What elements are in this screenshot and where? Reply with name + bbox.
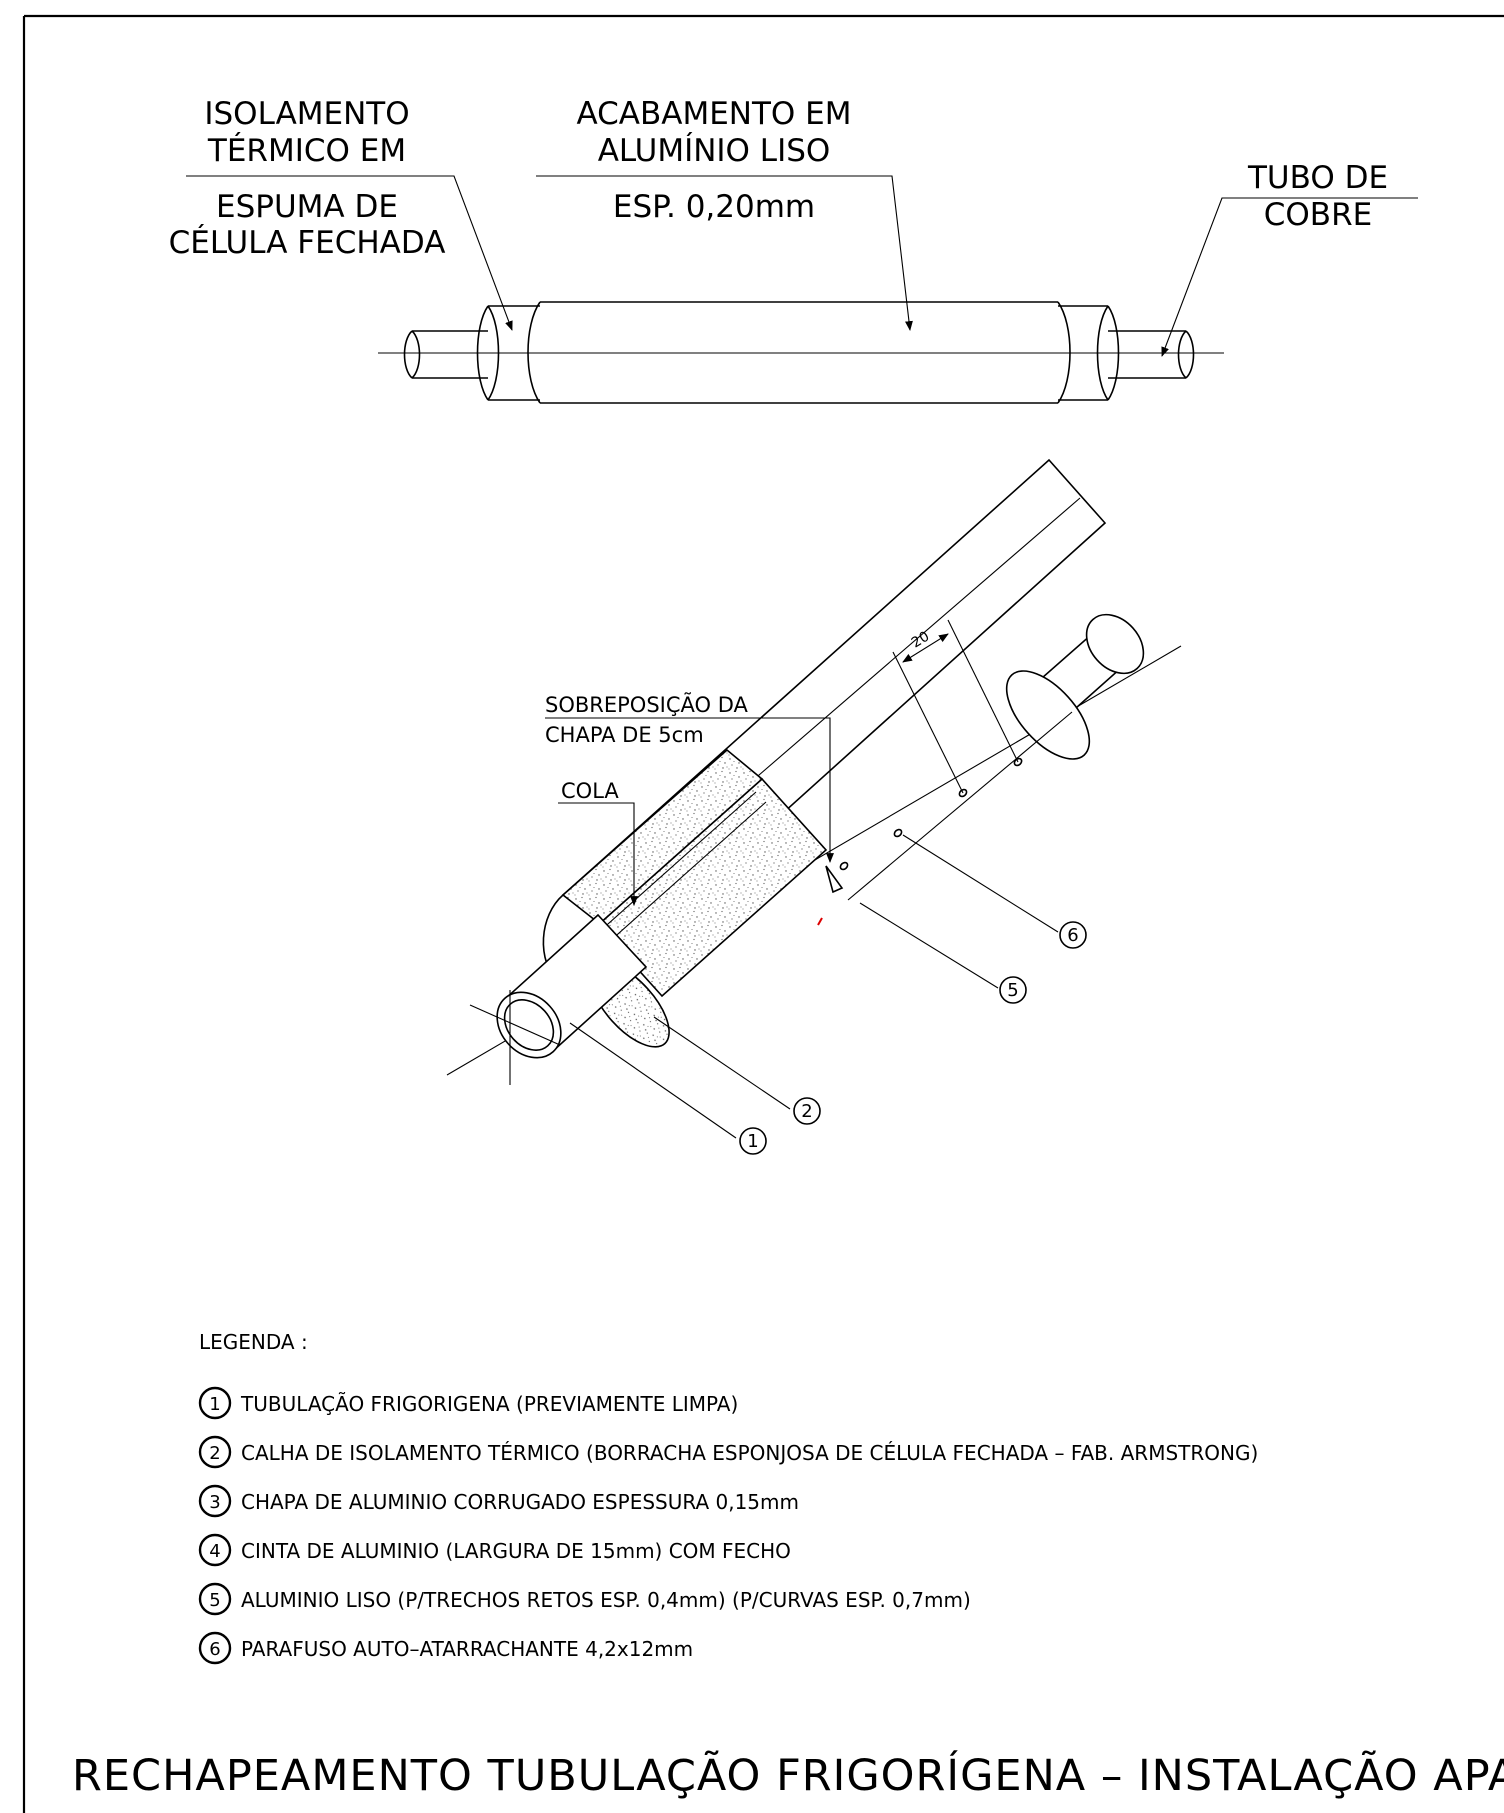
copper-tube-right bbox=[1108, 330, 1195, 379]
label-sobreposicao-1: SOBREPOSIÇÃO DA bbox=[545, 691, 749, 717]
label-acabamento-2: ALUMÍNIO LISO bbox=[598, 133, 831, 169]
label-isolamento-4: CÉLULA FECHADA bbox=[169, 225, 446, 261]
legend-title: LEGENDA : bbox=[199, 1330, 308, 1354]
elevation-view: ISOLAMENTO TÉRMICO EM ESPUMA DE CÉLULA F… bbox=[169, 96, 1418, 404]
sheet-border bbox=[22, 14, 1504, 1813]
drawing-title: RECHAPEAMENTO TUBULAÇÃO FRIGORÍGENA – IN… bbox=[72, 1750, 1504, 1801]
insulation-right bbox=[1058, 305, 1120, 401]
legend-item-1-text: TUBULAÇÃO FRIGORIGENA (PREVIAMENTE LIMPA… bbox=[240, 1392, 738, 1416]
legend-item: 5 ALUMINIO LISO (P/TRECHOS RETOS ESP. 0,… bbox=[198, 1582, 971, 1616]
label-sobreposicao-2: CHAPA DE 5cm bbox=[545, 723, 704, 747]
iso-dimension: 20 bbox=[892, 619, 1019, 794]
insulation-left bbox=[476, 305, 540, 401]
legend-item-1-num: 1 bbox=[209, 1394, 220, 1415]
legend-item: 2 CALHA DE ISOLAMENTO TÉRMICO (BORRACHA … bbox=[198, 1435, 1258, 1469]
legend-item-3-num: 3 bbox=[209, 1492, 220, 1513]
legend-item-4-text: CINTA DE ALUMINIO (LARGURA DE 15mm) COM … bbox=[241, 1539, 791, 1563]
callout-6: 6 bbox=[1067, 925, 1078, 946]
label-isolamento-1: ISOLAMENTO bbox=[204, 96, 409, 132]
elevation-labels: ISOLAMENTO TÉRMICO EM ESPUMA DE CÉLULA F… bbox=[169, 96, 1388, 261]
elevation-leaders bbox=[186, 175, 1418, 357]
label-isolamento-3: ESPUMA DE bbox=[216, 189, 398, 225]
legend-item: 3 CHAPA DE ALUMINIO CORRUGADO ESPESSURA … bbox=[198, 1484, 799, 1518]
legend-item-4-num: 4 bbox=[209, 1541, 220, 1562]
callout-5: 5 bbox=[1007, 980, 1018, 1001]
legend-item: 4 CINTA DE ALUMINIO (LARGURA DE 15mm) CO… bbox=[198, 1533, 791, 1567]
legend-item-5-num: 5 bbox=[209, 1590, 220, 1611]
iso-copper-pipe-near bbox=[469, 913, 648, 1085]
label-tubo-2: COBRE bbox=[1264, 197, 1372, 233]
iso-screws bbox=[839, 757, 1023, 871]
legend-item: 6 PARAFUSO AUTO–ATARRACHANTE 4,2x12mm bbox=[198, 1631, 693, 1665]
label-isolamento-2: TÉRMICO EM bbox=[207, 133, 406, 169]
legend: LEGENDA : 1 TUBULAÇÃO FRIGORIGENA (PREVI… bbox=[198, 1330, 1258, 1665]
legend-item-6-num: 6 bbox=[209, 1639, 220, 1660]
legend-item-3-text: CHAPA DE ALUMINIO CORRUGADO ESPESSURA 0,… bbox=[241, 1490, 799, 1514]
legend-item-2-num: 2 bbox=[209, 1443, 220, 1464]
legend-item: 1 TUBULAÇÃO FRIGORIGENA (PREVIAMENTE LIM… bbox=[198, 1386, 738, 1420]
aluminum-jacket bbox=[527, 301, 1071, 404]
iso-leaders: SOBREPOSIÇÃO DA CHAPA DE 5cm COLA 1 2 5 … bbox=[545, 691, 1087, 1155]
legend-item-2-text: CALHA DE ISOLAMENTO TÉRMICO (BORRACHA ES… bbox=[241, 1441, 1258, 1465]
legend-item-6-text: PARAFUSO AUTO–ATARRACHANTE 4,2x12mm bbox=[241, 1637, 693, 1661]
copper-tube-left bbox=[403, 330, 488, 379]
legend-item-5-text: ALUMINIO LISO (P/TRECHOS RETOS ESP. 0,4m… bbox=[241, 1588, 971, 1612]
label-acabamento-1: ACABAMENTO EM bbox=[576, 96, 851, 132]
callout-1: 1 bbox=[747, 1131, 758, 1152]
label-acabamento-3: ESP. 0,20mm bbox=[613, 189, 815, 225]
callout-2: 2 bbox=[801, 1101, 812, 1122]
dimension-label: 20 bbox=[909, 629, 933, 652]
label-tubo-1: TUBO DE bbox=[1247, 160, 1388, 196]
label-cola: COLA bbox=[561, 779, 619, 803]
isometric-view: 20 SOBREPOSIÇÃO DA CHAPA DE 5cm COLA 1 2… bbox=[446, 458, 1182, 1155]
